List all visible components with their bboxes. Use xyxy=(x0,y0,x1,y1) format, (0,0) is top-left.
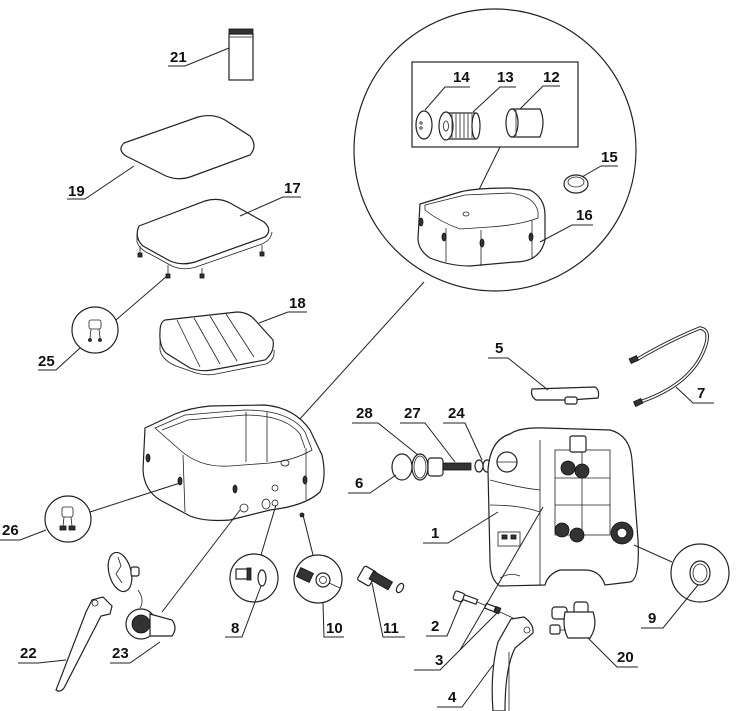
part-19-cover-sheet xyxy=(120,114,255,180)
callout-10[interactable]: 10 xyxy=(322,602,344,638)
part-14-filter-cap xyxy=(415,110,433,140)
callout-14[interactable]: 14 xyxy=(424,69,470,111)
part-13-filter-cartridge xyxy=(438,111,481,141)
part-4-stand-bracket xyxy=(491,616,534,711)
callout-label-17: 17 xyxy=(284,180,301,197)
callout-5[interactable]: 5 xyxy=(488,340,549,391)
callout-label-15: 15 xyxy=(601,149,618,166)
part-20-check-valve xyxy=(549,601,596,639)
callout-label-26: 26 xyxy=(2,522,19,539)
leader-23-spa xyxy=(161,509,241,613)
callout-9[interactable]: 9 xyxy=(641,584,699,629)
part-main-spa-body xyxy=(142,404,325,522)
callout-label-2: 2 xyxy=(431,618,439,635)
callout-label-25: 25 xyxy=(38,353,55,370)
callout-8[interactable]: 8 xyxy=(225,585,262,638)
callout-label-27: 27 xyxy=(404,405,421,422)
part-27-connector-adapter xyxy=(427,457,472,477)
part-3-screw-nut xyxy=(483,602,514,619)
callout-label-5: 5 xyxy=(495,340,503,357)
callout-23[interactable]: 23 xyxy=(110,641,161,664)
callout-label-18: 18 xyxy=(289,295,306,312)
callout-label-7: 7 xyxy=(697,385,705,402)
callout-11[interactable]: 11 xyxy=(371,582,405,638)
callout-label-24: 24 xyxy=(448,405,465,422)
callout-16[interactable]: 16 xyxy=(539,207,593,243)
callout-label-10: 10 xyxy=(326,620,343,637)
callout-6[interactable]: 6 xyxy=(348,474,397,494)
callout-13[interactable]: 13 xyxy=(472,69,516,113)
part-26-spa-buckle-detail xyxy=(44,495,92,543)
part-25-cover-buckle-detail xyxy=(71,306,119,354)
part-16-spa-liner xyxy=(417,187,546,267)
leader-25-detail xyxy=(115,275,168,321)
part-10-drain-valve-detail xyxy=(293,554,343,604)
callout-label-23: 23 xyxy=(112,645,129,662)
callout-label-22: 22 xyxy=(20,645,37,662)
callout-label-19: 19 xyxy=(68,183,85,200)
callout-22[interactable]: 22 xyxy=(18,645,67,664)
callout-24[interactable]: 24 xyxy=(443,405,483,461)
part-18-inflatable-bladder xyxy=(159,311,275,376)
callout-label-6: 6 xyxy=(355,475,363,492)
part-5-control-cover xyxy=(530,386,600,405)
callout-7[interactable]: 7 xyxy=(675,385,714,404)
callout-28[interactable]: 28 xyxy=(352,405,419,456)
callout-18[interactable]: 18 xyxy=(258,295,307,324)
leader-10-detail xyxy=(302,514,314,556)
callout-label-21: 21 xyxy=(170,49,187,66)
callout-1[interactable]: 1 xyxy=(423,511,499,544)
callout-label-11: 11 xyxy=(383,620,399,637)
part-17-spa-cover xyxy=(136,198,273,279)
part-23-inflation-valve xyxy=(107,551,176,640)
part-9-o-ring-detail xyxy=(670,543,730,603)
part-12-filter-housing xyxy=(505,108,544,138)
part-22-wrench xyxy=(55,596,113,692)
leader-8-detail xyxy=(260,504,277,556)
callout-label-28: 28 xyxy=(356,405,373,422)
callout-17[interactable]: 17 xyxy=(239,180,301,217)
callout-25[interactable]: 25 xyxy=(38,347,81,371)
callout-2[interactable]: 2 xyxy=(426,599,463,637)
part-8-inlet-plug-detail xyxy=(229,553,279,603)
callout-19[interactable]: 19 xyxy=(67,165,135,200)
part-7-hose xyxy=(628,326,709,407)
leader-9-detail xyxy=(633,544,673,563)
part-1-pump-unit xyxy=(487,427,639,587)
callout-21[interactable]: 21 xyxy=(168,47,230,67)
callout-label-12: 12 xyxy=(543,69,560,86)
part-11-drain-adapter xyxy=(357,565,405,594)
callout-label-13: 13 xyxy=(497,69,514,86)
callout-label-16: 16 xyxy=(576,207,593,224)
part-21-floater xyxy=(228,28,254,81)
callout-label-20: 20 xyxy=(617,649,634,666)
part-28-o-ring-large xyxy=(411,453,429,481)
callout-label-3: 3 xyxy=(435,652,443,669)
callout-label-1: 1 xyxy=(431,525,439,542)
callout-label-8: 8 xyxy=(231,620,239,637)
part-2-screw-bolt xyxy=(452,590,488,607)
detail-circle-filter xyxy=(353,8,637,292)
callout-label-9: 9 xyxy=(648,610,656,627)
callout-12[interactable]: 12 xyxy=(519,69,560,110)
callout-26[interactable]: 26 xyxy=(0,522,47,541)
callout-20[interactable]: 20 xyxy=(587,637,638,668)
callout-label-4: 4 xyxy=(448,689,457,706)
callout-27[interactable]: 27 xyxy=(400,405,456,463)
callout-label-14: 14 xyxy=(453,69,470,86)
callout-3[interactable]: 3 xyxy=(414,506,544,671)
part-15-repair-patch xyxy=(563,174,589,194)
leader-26-detail xyxy=(89,482,181,513)
callout-15[interactable]: 15 xyxy=(581,149,618,178)
callout-4[interactable]: 4 xyxy=(437,664,494,708)
